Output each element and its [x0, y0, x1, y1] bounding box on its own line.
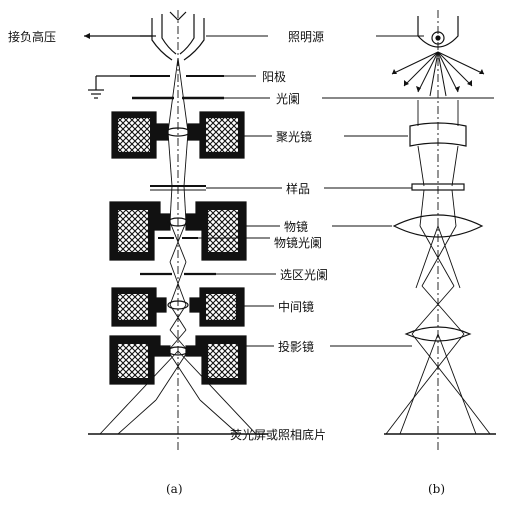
light-rays	[385, 145, 491, 435]
label-condenser: 聚光镜	[276, 129, 312, 144]
lamp	[417, 16, 459, 48]
projector-lens-b	[404, 326, 472, 342]
objective-lens-b	[392, 214, 484, 238]
lamp-rays	[391, 51, 485, 97]
condenser-lens-b	[409, 122, 467, 147]
condenser-lens-coil	[111, 111, 245, 159]
label-light-source: 照明源	[288, 30, 324, 44]
label-screen: 荧光屏或照相底片	[230, 427, 326, 442]
light-microscope-column	[384, 10, 496, 450]
caption-b: (b)	[428, 482, 445, 496]
projector-lens-coil	[109, 335, 247, 385]
label-selected-area-aperture: 选区光阑	[280, 267, 328, 282]
label-objective: 物镜	[284, 219, 308, 234]
label-aperture: 光阑	[276, 91, 300, 106]
specimen-a	[150, 185, 206, 191]
electron-rays	[99, 57, 257, 435]
label-intermediate-lens: 中间镜	[278, 299, 314, 314]
label-objective-aperture: 物镜光阑	[274, 235, 322, 250]
specimen-b	[411, 183, 465, 191]
intermediate-lens-coil	[111, 287, 245, 327]
label-projector-lens: 投影镜	[278, 339, 314, 354]
objective-lens-coil	[109, 201, 247, 261]
label-high-voltage: 接负高压	[8, 29, 56, 44]
caption-a: (a)	[166, 482, 183, 496]
label-leaders	[198, 35, 494, 435]
anode	[88, 75, 224, 99]
label-specimen: 样品	[286, 181, 310, 196]
electron-microscope-column	[84, 10, 268, 450]
label-anode: 阳极	[262, 70, 286, 84]
